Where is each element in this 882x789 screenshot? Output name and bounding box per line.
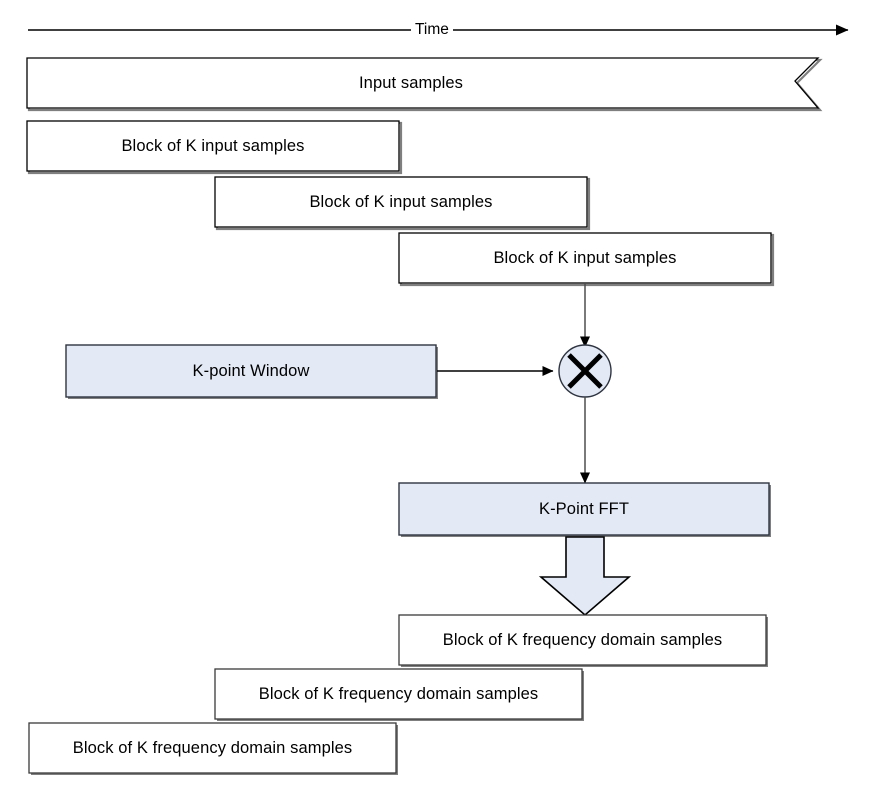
output-block-3-label: Block of K frequency domain samples — [72, 738, 353, 757]
input-samples-label: Input samples — [358, 73, 464, 92]
k-point-fft-label: K-Point FFT — [538, 499, 630, 518]
multiply-node-shape — [558, 344, 612, 398]
k-point-window-label: K-point Window — [192, 361, 310, 380]
output-block-2-label: Block of K frequency domain samples — [258, 684, 539, 703]
fft-output-block-arrow-shape — [538, 536, 632, 617]
input-block-3-label: Block of K input samples — [493, 248, 677, 267]
time-axis-label: Time — [411, 21, 453, 39]
input-block-2-label: Block of K input samples — [309, 192, 493, 211]
output-block-1-label: Block of K frequency domain samples — [442, 630, 723, 649]
input-block-1-label: Block of K input samples — [121, 136, 305, 155]
